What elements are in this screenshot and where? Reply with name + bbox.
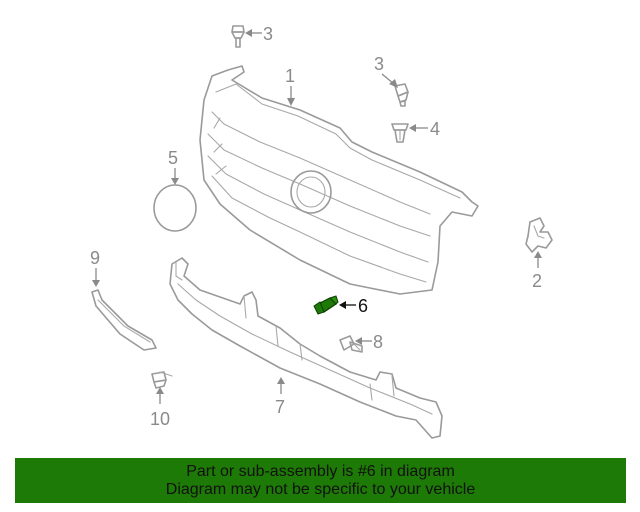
bolt-10[interactable] (151, 371, 173, 389)
callout-1: 1 (285, 66, 295, 106)
svg-text:2: 2 (532, 271, 542, 291)
svg-text:10: 10 (150, 409, 170, 429)
svg-text:4: 4 (430, 119, 440, 139)
bolt-3-right[interactable] (394, 83, 409, 107)
banner-line-2: Diagram may not be specific to your vehi… (165, 480, 476, 498)
parts-diagram: 1 3 3 4 5 (90, 24, 553, 439)
grille-assembly[interactable] (199, 65, 479, 295)
callout-4: 4 (409, 119, 440, 139)
callout-6: 6 (339, 296, 368, 316)
bolt-3-top[interactable] (231, 25, 245, 48)
info-banner: Part or sub-assembly is #6 in diagram Di… (15, 458, 626, 503)
banner-line-1: Part or sub-assembly is #6 in diagram (186, 462, 455, 480)
callout-2: 2 (532, 251, 542, 291)
callout-9: 9 (90, 248, 100, 287)
svg-text:5: 5 (168, 148, 178, 168)
svg-text:6: 6 (358, 296, 368, 316)
callout-3-right: 3 (374, 54, 398, 88)
svg-text:3: 3 (374, 54, 384, 74)
emblem-5[interactable] (153, 184, 197, 232)
svg-text:1: 1 (285, 66, 295, 86)
svg-text:3: 3 (263, 24, 273, 44)
svg-text:9: 9 (90, 248, 100, 268)
bolt-6-highlighted[interactable] (313, 295, 339, 315)
callout-7: 7 (275, 377, 285, 417)
support-7[interactable] (169, 257, 443, 439)
svg-text:7: 7 (275, 397, 285, 417)
molding-9[interactable] (91, 289, 157, 351)
callout-8: 8 (355, 332, 383, 352)
bolt-8[interactable] (339, 335, 363, 353)
callout-10: 10 (150, 387, 170, 429)
callout-3-top: 3 (245, 24, 273, 44)
clip-4[interactable] (391, 123, 409, 143)
callout-5: 5 (168, 148, 179, 185)
svg-text:8: 8 (373, 332, 383, 352)
bracket-2[interactable] (525, 217, 553, 253)
